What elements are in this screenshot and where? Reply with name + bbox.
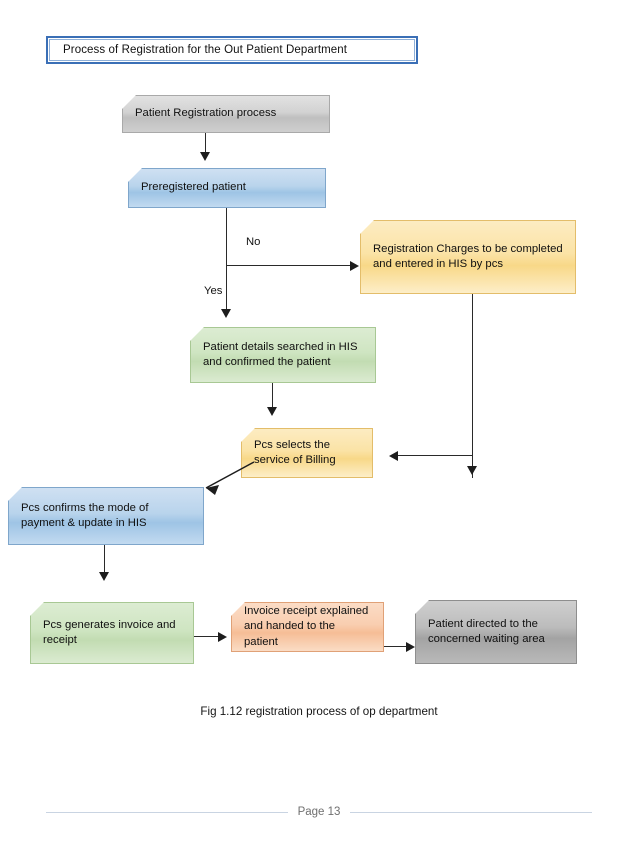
node-label: Patient details searched in HIS and conf… — [203, 340, 358, 369]
node-label: Invoice receipt explained and handed to … — [244, 604, 369, 648]
node-label: Patient Registration process — [135, 107, 277, 120]
arrowhead-charges-down — [467, 466, 477, 475]
connector-no-branch — [226, 265, 357, 267]
node-label: Pcs confirms the mode of payment & updat… — [21, 501, 149, 530]
connector-charges-down — [472, 294, 474, 478]
page-footer: Page 13 — [46, 806, 593, 818]
diagram-title-banner: Process of Registration for the Out Pati… — [46, 36, 418, 64]
arrowhead-search-to-billing — [267, 407, 277, 416]
arrowhead-charges-to-billing — [389, 451, 398, 461]
node-label: Pcs selects the service of Billing — [254, 438, 336, 467]
connector-start-to-prereg — [205, 133, 207, 159]
arrowhead-no-branch — [350, 261, 359, 271]
arrowhead-payment-to-invoice — [99, 572, 109, 581]
node-patient-details-searched: Patient details searched in HIS and conf… — [190, 327, 376, 383]
node-invoice-receipt-explained: Invoice receipt explained and handed to … — [231, 602, 384, 652]
node-label: Registration Charges to be completed and… — [373, 242, 563, 271]
arrowhead-invoice-to-explained — [218, 632, 227, 642]
diagram-title-text: Process of Registration for the Out Pati… — [63, 44, 348, 56]
footer-page-number: Page 13 — [297, 806, 341, 818]
branch-label-no: No — [246, 236, 261, 248]
arrowhead-prereg-to-search — [221, 309, 231, 318]
node-pcs-selects-billing: Pcs selects the service of Billing — [241, 428, 373, 478]
connector-prereg-stem — [226, 208, 228, 316]
node-label: Preregistered patient — [141, 181, 246, 194]
connector-invoice-to-explained — [194, 636, 224, 638]
connector-billing-to-payment — [205, 461, 255, 495]
node-pcs-confirms-payment: Pcs confirms the mode of payment & updat… — [8, 487, 204, 545]
connector-payment-to-invoice — [104, 545, 106, 579]
node-pcs-generates-invoice: Pcs generates invoice and receipt — [30, 602, 194, 664]
connector-charges-to-billing — [396, 455, 473, 457]
arrowhead-explained-to-waiting — [406, 642, 415, 652]
node-label: Pcs generates invoice and receipt — [43, 618, 176, 647]
diagram-title-inner-border: Process of Registration for the Out Pati… — [49, 39, 415, 61]
connector-explained-to-waiting — [384, 646, 412, 648]
arrowhead-start-to-prereg — [200, 152, 210, 161]
node-label: Patient directed to the concerned waitin… — [428, 617, 545, 646]
node-registration-charges: Registration Charges to be completed and… — [360, 220, 576, 294]
node-preregistered-patient: Preregistered patient — [128, 168, 326, 208]
branch-label-yes: Yes — [204, 285, 223, 297]
footer-rule-right — [350, 811, 593, 813]
figure-caption: Fig 1.12 registration process of op depa… — [200, 705, 438, 718]
footer-rule-left — [46, 811, 288, 813]
connector-search-to-billing — [272, 383, 274, 414]
node-patient-registration-process: Patient Registration process — [122, 95, 330, 133]
node-patient-directed-waiting-area: Patient directed to the concerned waitin… — [415, 600, 577, 664]
